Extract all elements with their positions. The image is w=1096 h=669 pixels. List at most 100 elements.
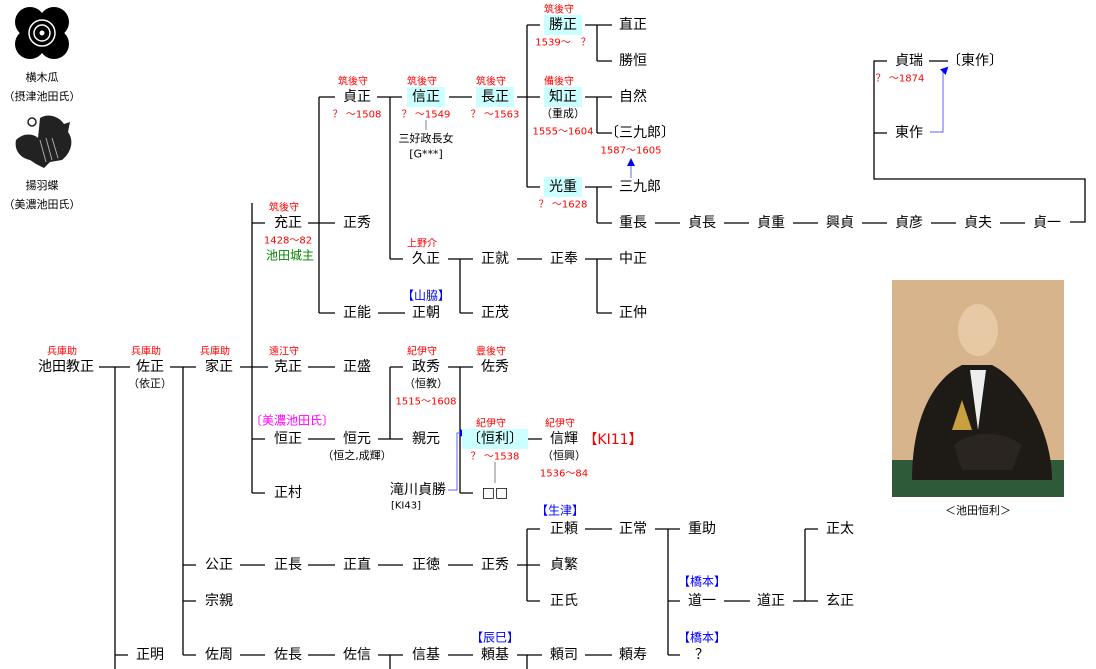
annotation-label: 【橋本】	[677, 574, 727, 589]
annotation-label: 【生津】	[535, 503, 585, 518]
member-name[interactable]: 長正	[476, 87, 514, 107]
member-dates: ？ ～1563	[470, 109, 520, 121]
member-title: 豊後守	[476, 346, 506, 358]
member-name[interactable]: 正仲	[619, 305, 647, 321]
member-alt-name: （恒興）	[542, 449, 586, 462]
member-name[interactable]: 公正	[205, 557, 233, 573]
member-name[interactable]: 正朝	[412, 305, 440, 321]
member-alt-name: （重成）	[541, 107, 585, 120]
member-name[interactable]: 正盛	[343, 359, 371, 375]
member-name[interactable]: 貞正	[343, 89, 371, 105]
member-name[interactable]: 佐秀	[481, 359, 509, 375]
member-name[interactable]: 池田教正	[38, 359, 94, 375]
member-name[interactable]: 知正	[544, 87, 582, 107]
member-name[interactable]: 道一	[688, 593, 716, 609]
member-name[interactable]: 貞長	[688, 215, 716, 231]
annotation-label: 【辰巳】	[470, 630, 520, 645]
member-name[interactable]: 正秀	[343, 215, 371, 231]
member-name[interactable]: 滝川貞勝	[390, 482, 446, 498]
member-dates: 1555～1604	[532, 126, 594, 138]
member-name[interactable]: 正奉	[550, 251, 578, 267]
member-name[interactable]: 政秀	[412, 359, 440, 375]
member-name[interactable]: 重長	[619, 215, 647, 231]
member-name[interactable]: 正徳	[412, 557, 440, 573]
member-title: 上野介	[407, 238, 437, 250]
member-dates: ？ ～1549	[401, 109, 451, 121]
member-name[interactable]: 貞瑞	[895, 53, 923, 69]
member-name[interactable]: 自然	[619, 89, 647, 105]
member-name[interactable]: 道正	[757, 593, 785, 609]
member-name[interactable]: 佐正	[136, 359, 164, 375]
member-title: 兵庫助	[131, 346, 161, 358]
member-name[interactable]: 信輝	[550, 431, 578, 447]
member-name[interactable]: 勝恒	[619, 53, 647, 69]
member-name[interactable]: 〔恒利〕	[462, 429, 528, 449]
member-name[interactable]: 貞繁	[550, 557, 578, 573]
member-name[interactable]: 〔三九郎〕	[605, 125, 675, 141]
member-name[interactable]: 頼司	[550, 647, 578, 663]
member-alt-name: （恒之,成輝）	[322, 449, 392, 462]
member-name[interactable]: 佐長	[274, 647, 302, 663]
member-name[interactable]: 頼基	[481, 647, 509, 663]
member-name[interactable]: 正茂	[481, 305, 509, 321]
member-name[interactable]: 直正	[619, 17, 647, 33]
member-name[interactable]: 東作	[895, 125, 923, 141]
member-dates: 1539～ ？	[535, 37, 591, 49]
member-name[interactable]: 貞重	[757, 215, 785, 231]
member-name[interactable]: 正太	[826, 521, 854, 537]
member-name[interactable]: 正氏	[550, 593, 578, 609]
member-name[interactable]: 久正	[412, 251, 440, 267]
member-name[interactable]: 貞一	[1033, 215, 1061, 231]
member-name[interactable]: 興貞	[826, 215, 854, 231]
member-dates: ？ ～1874	[875, 73, 925, 85]
member-name[interactable]: □□	[481, 485, 509, 501]
member-name[interactable]: 家正	[205, 359, 233, 375]
member-name[interactable]: 勝正	[544, 15, 582, 35]
annotation-label: 池田城主	[265, 248, 315, 263]
annotation-label: 【KI11】	[583, 432, 643, 448]
member-name[interactable]: 充正	[274, 215, 302, 231]
member-alt-name: （依正）	[128, 377, 172, 390]
member-name[interactable]: 正頼	[550, 521, 578, 537]
member-name[interactable]: 貞彦	[895, 215, 923, 231]
member-name[interactable]: 克正	[274, 359, 302, 375]
member-title: 遠江守	[269, 346, 299, 358]
member-name[interactable]: 恒正	[274, 431, 302, 447]
member-name[interactable]: 三九郎	[619, 179, 661, 195]
member-name[interactable]: 貞夫	[964, 215, 992, 231]
member-name[interactable]: 正明	[136, 647, 164, 663]
member-title: 紀伊守	[407, 346, 437, 358]
member-name[interactable]: 重助	[688, 521, 716, 537]
member-title: 紀伊守	[476, 418, 506, 430]
member-name[interactable]: 中正	[619, 251, 647, 267]
member-name[interactable]: 正村	[274, 485, 302, 501]
member-name[interactable]: 宗親	[205, 593, 233, 609]
spouse-ref: [G***]	[409, 147, 443, 161]
member-name[interactable]: 正長	[274, 557, 302, 573]
member-name[interactable]: 〔東作〕	[947, 53, 1003, 69]
member-name[interactable]: ？	[695, 647, 709, 663]
member-name[interactable]: 正能	[343, 305, 371, 321]
member-title: 筑後守	[338, 76, 368, 88]
crest-clan: （美濃池田氏）	[3, 198, 81, 211]
member-alt-name: [KI43]	[390, 500, 422, 512]
member-name[interactable]: 親元	[412, 431, 440, 447]
member-name[interactable]: 正就	[481, 251, 509, 267]
member-name[interactable]: 信基	[412, 647, 440, 663]
member-name[interactable]: 佐信	[343, 647, 371, 663]
member-name[interactable]: 佐周	[205, 647, 233, 663]
member-name[interactable]: 光重	[544, 177, 582, 197]
member-dates: ？ ～1628	[538, 199, 588, 211]
member-name[interactable]: 正秀	[481, 557, 509, 573]
member-name[interactable]: 恒元	[343, 431, 371, 447]
member-title: 筑後守	[407, 76, 437, 88]
member-name[interactable]: 頼寿	[619, 647, 647, 663]
member-name[interactable]: 信正	[407, 87, 445, 107]
portrait-image	[892, 280, 1064, 497]
butterfly-crest-icon	[15, 115, 72, 168]
member-name[interactable]: 正常	[619, 521, 647, 537]
member-dates: 1428～82	[263, 235, 313, 247]
member-name[interactable]: 玄正	[826, 593, 854, 609]
member-name[interactable]: 正直	[343, 557, 371, 573]
